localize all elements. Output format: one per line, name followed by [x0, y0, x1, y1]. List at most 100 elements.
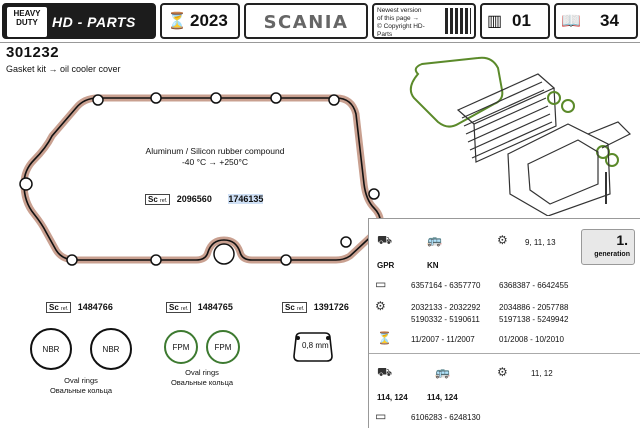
oval-rings-ru: Овальные кольца [49, 386, 113, 395]
nbr-ring-caption: Oval rings Овальные кольца [30, 376, 132, 396]
oval-rings-en: Oval rings [185, 368, 219, 377]
cooler-core [456, 73, 557, 163]
fpm-ring: FPM [206, 330, 240, 364]
temperature-range: -40 °C → +250°C [181, 157, 249, 167]
heavy-duty-badge: HEAVY DUTY [7, 7, 47, 37]
gasket-core-line [23, 97, 382, 261]
ref-number: 1484766 [77, 302, 113, 312]
truck-icon: ⛟ [377, 365, 393, 379]
sc-ref-tag: Sc ref. [166, 302, 192, 313]
bolt-hole [340, 236, 352, 248]
cooler-cover [507, 121, 632, 216]
book-icon: 📖 [561, 13, 581, 30]
engine-range-b2: 5197138 - 5249942 [499, 315, 569, 324]
bus-models: 114, 124 [427, 393, 458, 402]
date-range-a: 11/2007 - 11/2007 [411, 335, 475, 344]
col-header-kn: KN [427, 261, 439, 270]
nbr-ring-ref: Sc ref. 1484766 [46, 302, 113, 313]
ring-material-label: FPM [214, 342, 232, 352]
engine-range-a2: 5190332 - 5190611 [411, 315, 480, 324]
material-note: Aluminum / Silicon rubber compound -40 °… [120, 146, 310, 168]
flat-gasket-ref: Sc ref. 1391726 [282, 302, 349, 313]
ref-number: 1484765 [197, 302, 233, 312]
bolt-hole [66, 254, 78, 266]
engine-icon: ⚙ [497, 233, 508, 247]
fpm-ring-ref: Sc ref. 1484765 [166, 302, 233, 313]
logo-text: HD - PARTS [52, 14, 136, 30]
chapter-number: 01 [512, 11, 531, 30]
copyright-text: © Copyright HD-Parts [377, 23, 425, 38]
truck-models: 114, 124 [377, 393, 408, 402]
chassis-range-a: 6357164 - 6357770 [411, 281, 481, 290]
gasket-outline [20, 94, 384, 264]
oval-rings-en: Oval rings [64, 376, 98, 385]
newest-version-text: Newest version of this page → © Copyrigh… [377, 7, 437, 39]
generation-label: generation [594, 251, 630, 258]
oil-cooler-illustration [409, 56, 632, 216]
bolt-hole [280, 254, 292, 266]
part-number: 301232 [6, 44, 60, 61]
engine-range-b1: 2034886 - 2057788 [499, 303, 569, 312]
bus-icon: 🚌 [427, 233, 442, 247]
fpm-ring-caption: Oval rings Овальные кольца [154, 368, 250, 388]
date-range-b: 01/2008 - 10/2010 [499, 335, 564, 344]
qr-code-icon[interactable] [445, 8, 471, 34]
ring-material-label: NBR [102, 344, 120, 354]
bolt-hole [150, 254, 162, 266]
illustration-oring [605, 153, 619, 167]
gasket-thickness: 0,8 mm [302, 341, 329, 350]
bolt-hole [19, 177, 33, 191]
news-line-2: of this page → [377, 15, 419, 22]
hd-parts-logo[interactable]: HEAVY DUTY HD - PARTS [2, 3, 156, 39]
header-divider [0, 42, 640, 43]
brand-box: SCANIA [244, 3, 368, 39]
oval-rings-ru: Овальные кольца [170, 378, 234, 387]
bolt-hole [150, 92, 162, 104]
engine-range-a1: 2032133 - 2032292 [411, 303, 481, 312]
hourglass-icon: ⏳ [167, 13, 187, 30]
part-description: Gasket kit → oil cooler cover [6, 64, 121, 74]
gasket-ref: Sc ref. 2096560 1746135 [145, 194, 264, 205]
flat-gasket-drawing [293, 332, 333, 362]
truck-icon: ⛟ [377, 233, 393, 247]
chassis-icon: ▭ [375, 409, 387, 423]
page-number-box: 📖 34 [554, 3, 638, 39]
pages-icon: ▥ [487, 13, 503, 30]
year-label: 2023 [190, 11, 228, 30]
fpm-ring: FPM [164, 330, 198, 364]
sc-ref-tag: Sc ref. [282, 302, 308, 313]
bolt-hole [270, 92, 282, 104]
engine-models: 11, 12 [531, 369, 553, 378]
bolt-hole [92, 94, 104, 106]
chassis-range-b: 6368387 - 6642455 [499, 281, 569, 290]
bus-icon: 🚌 [435, 365, 450, 379]
brand-name: SCANIA [263, 12, 349, 33]
engine-models: 9, 11, 13 [525, 238, 556, 247]
generation-number: 1. [616, 232, 628, 248]
material-line: Aluminum / Silicon rubber compound [145, 146, 285, 156]
col-header-gpr: GPR [377, 261, 395, 270]
illustration-gasket [409, 56, 504, 128]
port-hole [213, 243, 235, 265]
bolt-hole [210, 92, 222, 104]
generation-badge: 1. generation [581, 229, 635, 265]
sc-ref-tag: Sc ref. [46, 302, 72, 313]
nbr-ring: NBR [90, 328, 132, 370]
hourglass-icon: ⏳ [377, 331, 392, 345]
engine-number-icon: ⚙ [375, 299, 386, 313]
ref-number-highlighted[interactable]: 1746135 [228, 194, 264, 204]
chassis-icon: ▭ [375, 277, 387, 291]
chassis-range: 6106283 - 6248130 [411, 413, 481, 422]
ref-number: 1391726 [313, 302, 349, 312]
gasket-drawing [19, 92, 384, 266]
newest-version-link[interactable]: Newest version of this page → © Copyrigh… [372, 3, 476, 39]
section-divider [369, 353, 640, 354]
illustration-oring [547, 91, 561, 105]
bolt-hole [328, 94, 340, 106]
sc-ref-tag: Sc ref. [145, 194, 171, 205]
nbr-ring: NBR [30, 328, 72, 370]
catalog-year: ⏳ 2023 [160, 3, 240, 39]
ring-material-label: NBR [42, 344, 60, 354]
page-header: HEAVY DUTY HD - PARTS ⏳ 2023 SCANIA Newe… [0, 0, 640, 42]
illustration-oring [561, 99, 575, 113]
